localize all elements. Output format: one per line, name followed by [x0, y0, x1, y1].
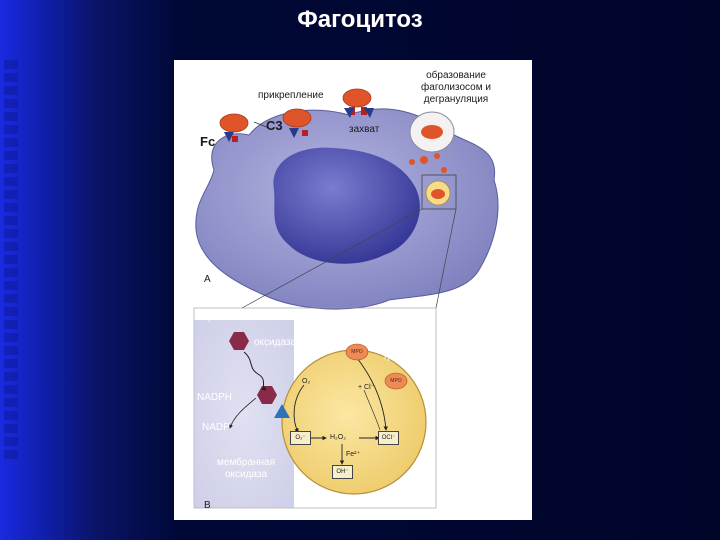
fc-receptor [224, 132, 234, 142]
panel-b-letter: B [204, 500, 211, 511]
phagolysosome-bacterium [431, 189, 445, 199]
slide-edge-squares [4, 60, 18, 460]
o2-to-superoxide-arrow [293, 384, 305, 433]
oxidase-hexagon [229, 332, 249, 350]
inset-box [421, 174, 457, 210]
mpo-label-2: MPO [390, 378, 402, 384]
cell-nucleus [273, 147, 420, 264]
mpo-arrow [356, 357, 388, 431]
chem-fe: Fe²⁺ [346, 451, 361, 458]
receptor-blue-2 [364, 108, 374, 118]
engulfed-bacterium [421, 125, 443, 139]
label-nadp: NADP [202, 422, 230, 433]
membrane-triangle [274, 404, 290, 418]
label-nadph: NADPH [197, 392, 233, 403]
granule-4 [441, 167, 447, 173]
label-phagolysosome: образование фаголизосом и дегрануляция [421, 70, 491, 105]
panel-a-letter: A [204, 274, 211, 285]
receptor-blue-1 [344, 108, 354, 118]
diagram-panel: прикрепление Fc C3 захват образование фа… [174, 60, 532, 520]
label-attachment: прикрепление [258, 90, 324, 101]
c3-receptor [289, 128, 299, 138]
box-hydroxyl: OH⁻ [332, 465, 353, 479]
mpo-granule-1 [345, 343, 369, 361]
mpo-label-1: MPO [351, 349, 363, 355]
box-superoxide: O₂⁻ [290, 431, 311, 445]
receptor-red-1 [232, 136, 238, 142]
phagosome-circle [281, 349, 427, 495]
label-fc: Fc [200, 134, 216, 149]
zoom-line-right [435, 208, 457, 309]
granule-3 [434, 153, 440, 159]
chem-peroxide: H₂O₂ [330, 434, 346, 441]
bacterium-capture [342, 88, 372, 108]
mpo-granule-2 [384, 372, 408, 390]
cl-arrow [363, 389, 381, 431]
receptor-red-4 [361, 107, 367, 115]
label-cytoplasm: цитоплазма [204, 312, 260, 323]
label-membrane: мембрана [366, 494, 414, 505]
label-c3: C3 [266, 118, 283, 133]
receptor-red-2 [302, 130, 308, 136]
chem-cl: + Cl⁻ [358, 384, 375, 391]
diagram-art [193, 88, 499, 509]
nadph-to-nadp-arrow [229, 397, 257, 429]
granule-2 [420, 156, 428, 164]
granule-1 [409, 159, 415, 165]
zoom-line-left [241, 208, 423, 309]
label-capture: захват [349, 124, 380, 135]
box-hypochlorite: OCl⁻ [378, 431, 399, 445]
label-phagosome: фагосома [358, 312, 404, 323]
label-oxidase: оксидаза [254, 337, 297, 348]
bacterium-c3 [282, 108, 312, 128]
label-membrane-oxidase: мембранная оксидаза [216, 457, 276, 480]
chem-o2: O₂ [302, 378, 311, 385]
bacterium-fc [219, 113, 249, 133]
label-granules: гранулы [384, 351, 423, 362]
c3-tick [253, 121, 270, 129]
slide-title: Фагоцитоз [297, 6, 423, 33]
oxidase-translocation-arrow [243, 351, 267, 391]
